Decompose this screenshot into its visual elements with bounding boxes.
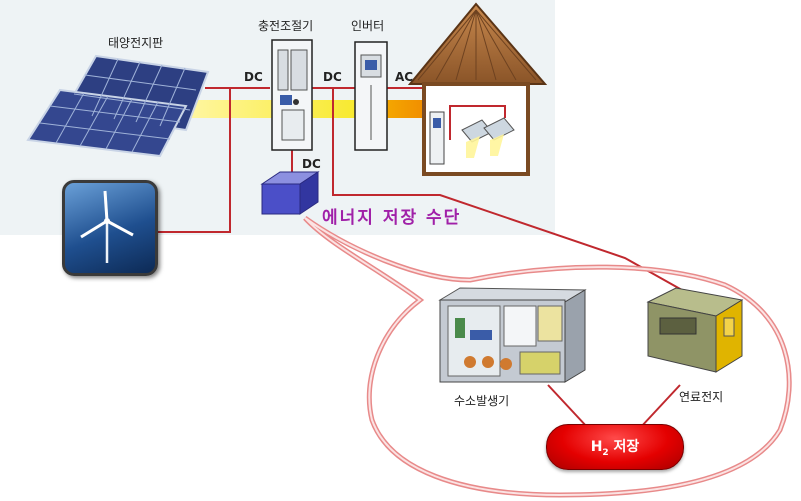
wire-fuelcell-h2 [639, 384, 681, 429]
fuel-cell-icon [646, 287, 744, 373]
light-fixture-icon [461, 117, 515, 158]
charge-controller-icon [271, 39, 313, 151]
charge-controller-label: 충전조절기 [258, 19, 314, 33]
dc-label-battery: DC [302, 157, 321, 171]
dc-label-solar: DC [244, 70, 263, 84]
hydrogen-generator-label: 수소발생기 [454, 394, 510, 408]
house-icon [407, 2, 548, 176]
fuel-cell-label: 연료전지 [679, 390, 724, 404]
wire-wind-solar [152, 88, 231, 233]
solar-panel-icon [26, 54, 210, 158]
inverter-icon [354, 41, 388, 151]
hydrogen-generator-icon [438, 287, 587, 383]
energy-storage-label: 에너지 저장 수단 [322, 208, 462, 228]
battery-icon [260, 171, 320, 215]
wiring [152, 87, 683, 429]
inverter-label: 인버터 [351, 19, 385, 33]
wind-turbine-icon [62, 180, 158, 276]
h2-storage-label: H2 저장 [590, 439, 640, 458]
h2-storage-badge: H2 저장 [546, 424, 684, 470]
ac-label: AC [395, 70, 414, 84]
solar-panel-label: 태양전지판 [108, 36, 164, 50]
wire-generator-h2 [547, 384, 589, 429]
dc-label-controller: DC [323, 70, 342, 84]
